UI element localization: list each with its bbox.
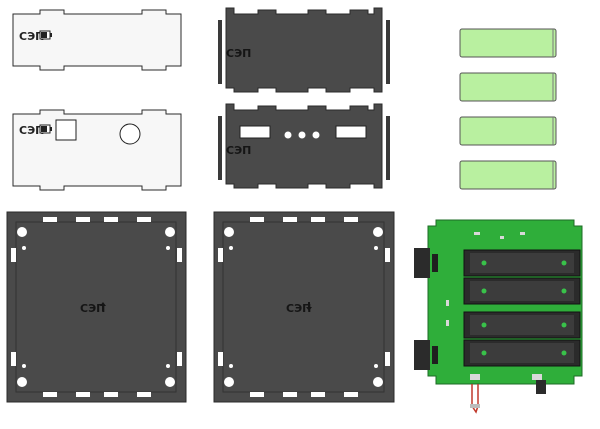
dark-side-panel-bottom: СЭП xyxy=(218,103,390,189)
engraving-label: СЭП xyxy=(19,30,44,43)
battery-holder xyxy=(463,277,581,305)
battery-icon xyxy=(39,30,52,40)
battery-icon xyxy=(39,124,52,134)
base-plate-left: СЭП xyxy=(6,211,187,403)
engraving-label: СЭП xyxy=(80,302,105,315)
battery-holder xyxy=(463,311,581,339)
engraving-label: СЭП xyxy=(226,47,251,60)
arrow-up-icon xyxy=(100,302,106,311)
battery-cells xyxy=(459,28,557,190)
pcb-board xyxy=(414,219,583,414)
white-panel-bottom: СЭП xyxy=(12,109,182,191)
battery-cell xyxy=(459,160,557,190)
battery-cell xyxy=(459,116,557,146)
usb-connector xyxy=(414,248,430,278)
led-hole xyxy=(312,131,320,139)
engraving-label: СЭП xyxy=(19,124,44,137)
dark-side-panel-top: СЭП xyxy=(218,7,390,93)
engraving-label: СЭП xyxy=(286,302,311,315)
usb-cutout xyxy=(335,125,367,139)
engraving-label: СЭП xyxy=(226,144,251,157)
usb-connector xyxy=(414,340,430,370)
switch-cutout xyxy=(55,119,77,141)
switch-component xyxy=(536,380,546,394)
led-hole xyxy=(284,131,292,139)
round-cutout xyxy=(119,123,141,145)
battery-holder xyxy=(463,339,581,367)
usb-cutout xyxy=(239,125,271,139)
battery-cell xyxy=(459,28,557,58)
arrow-down-icon xyxy=(306,302,312,311)
base-plate-right: СЭП xyxy=(213,211,395,403)
led-hole xyxy=(298,131,306,139)
battery-holder xyxy=(463,249,581,277)
lead-wire xyxy=(471,384,479,414)
battery-cell xyxy=(459,72,557,102)
white-panel-top: СЭП xyxy=(12,9,182,71)
